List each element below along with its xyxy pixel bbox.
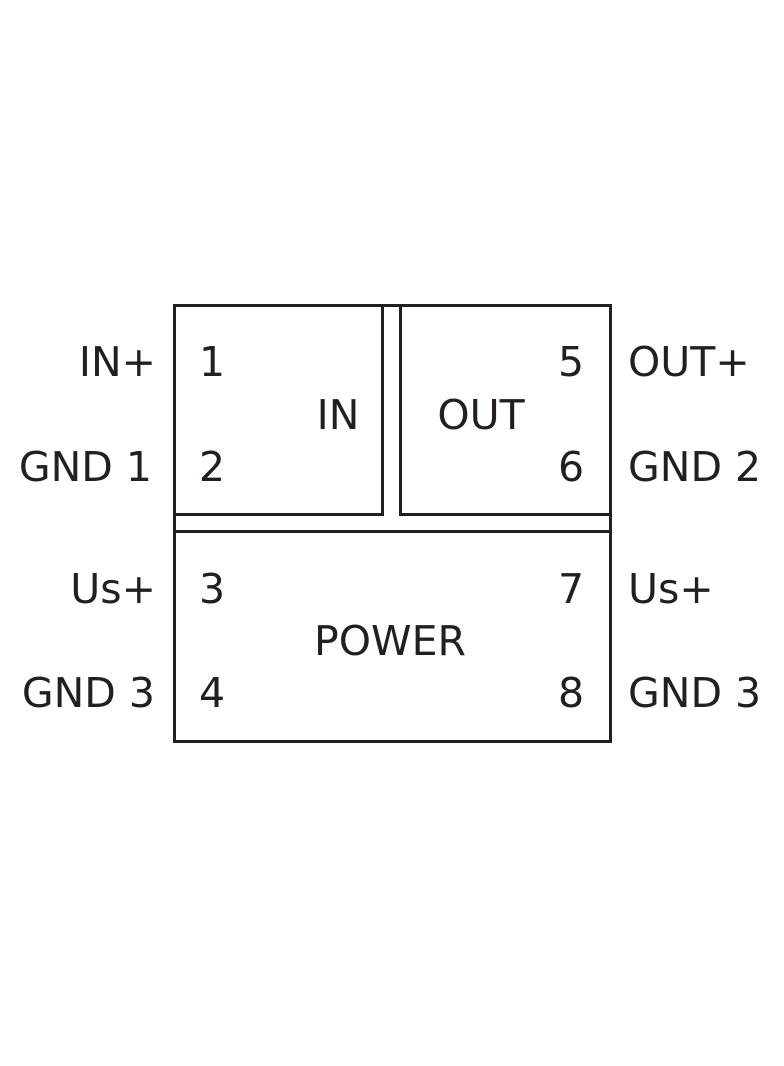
left-label-gnd-3: GND 3 — [22, 669, 155, 717]
left-label-us-plus: Us+ — [70, 565, 156, 613]
pin-number-1: 1 — [199, 338, 225, 386]
right-label-gnd-3: GND 3 — [628, 669, 761, 717]
pin-number-2: 2 — [199, 443, 225, 491]
pin-number-8: 8 — [558, 669, 584, 717]
left-label-gnd-1: GND 1 — [19, 443, 152, 491]
module-outline — [173, 304, 612, 743]
in-block-title: IN — [317, 391, 360, 439]
pin-number-3: 3 — [199, 565, 225, 613]
right-label-us-plus: Us+ — [628, 565, 714, 613]
pin-number-5: 5 — [558, 338, 584, 386]
pin-number-4: 4 — [199, 669, 225, 717]
pin-number-7: 7 — [558, 565, 584, 613]
out-block-title: OUT — [437, 391, 525, 439]
left-label-in-plus: IN+ — [79, 338, 156, 386]
power-block-outline — [173, 530, 612, 743]
in-block-outline — [173, 304, 384, 516]
out-block-outline — [399, 304, 612, 516]
pin-number-6: 6 — [558, 443, 584, 491]
right-label-out-plus: OUT+ — [628, 338, 750, 386]
right-label-gnd-2: GND 2 — [628, 443, 761, 491]
power-block-title: POWER — [314, 617, 466, 665]
